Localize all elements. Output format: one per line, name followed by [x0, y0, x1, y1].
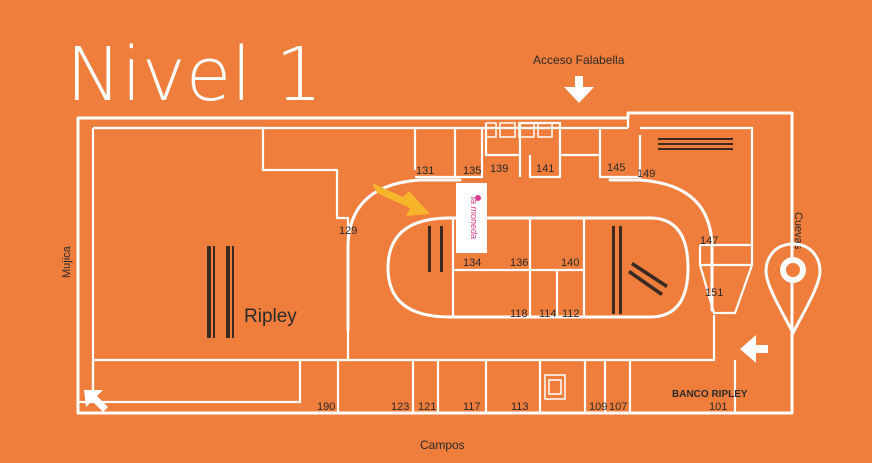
level-title: Nivel 1 [66, 32, 322, 118]
ripley-escalators [207, 246, 234, 338]
bottom-stair [544, 374, 566, 400]
bottom-stores [336, 360, 737, 413]
top-stores [413, 118, 642, 179]
anchor-store-ripley: Ripley [244, 306, 297, 327]
store-118: 118 [510, 308, 528, 320]
store-129: 129 [339, 225, 357, 237]
central-island [386, 216, 690, 319]
store-190: 190 [317, 401, 335, 413]
store-136: 136 [510, 257, 528, 269]
diagonal-arrow-icon [84, 390, 108, 412]
banco-ripley-stripes [658, 138, 733, 150]
ripley-inner-wall [91, 360, 302, 404]
pointer-arrow-icon [372, 183, 430, 216]
street-bottom-label: Campos [420, 438, 465, 452]
store-135: 135 [463, 165, 481, 177]
store-140: 140 [561, 257, 579, 269]
down-arrow-icon [564, 76, 594, 103]
store-112: 112 [562, 308, 580, 320]
building-outline [76, 111, 794, 415]
store-134: 134 [463, 257, 481, 269]
store-117: 117 [463, 401, 481, 413]
store-139: 139 [490, 163, 508, 175]
location-pin-icon [764, 242, 822, 337]
store-labels: 131 135 139 141 145 149 129 147 134 136 … [317, 162, 727, 413]
store-121: 121 [418, 401, 436, 413]
store-149: 149 [637, 168, 655, 180]
outer-ring [346, 178, 714, 332]
store-107: 107 [609, 401, 627, 413]
store-123: 123 [391, 401, 409, 413]
la-moneda-logo: la moneda [456, 183, 487, 253]
ripley-block [93, 126, 350, 362]
store-145: 145 [607, 162, 625, 174]
store-147: 147 [700, 235, 718, 247]
store-101: 101 [709, 401, 727, 413]
store-113: 113 [511, 401, 529, 413]
top-small-blocks [485, 122, 553, 138]
store-109: 109 [589, 401, 607, 413]
store-151: 151 [705, 287, 723, 299]
street-right-label: Cuevas [792, 212, 804, 250]
street-top-label: Acceso Falabella [533, 53, 625, 67]
street-left-label: Mujica [61, 245, 73, 278]
bank-label: BANCO RIPLEY [672, 389, 748, 400]
store-141: 141 [536, 163, 554, 175]
logo-text: la moneda [469, 197, 479, 239]
outer-ring-bottom [348, 315, 716, 362]
store-131: 131 [416, 165, 434, 177]
left-arrow-icon [740, 335, 768, 363]
right-stores [640, 126, 754, 315]
island-partitions [451, 218, 586, 317]
store-114: 114 [539, 308, 557, 320]
island-escalators [428, 226, 668, 314]
